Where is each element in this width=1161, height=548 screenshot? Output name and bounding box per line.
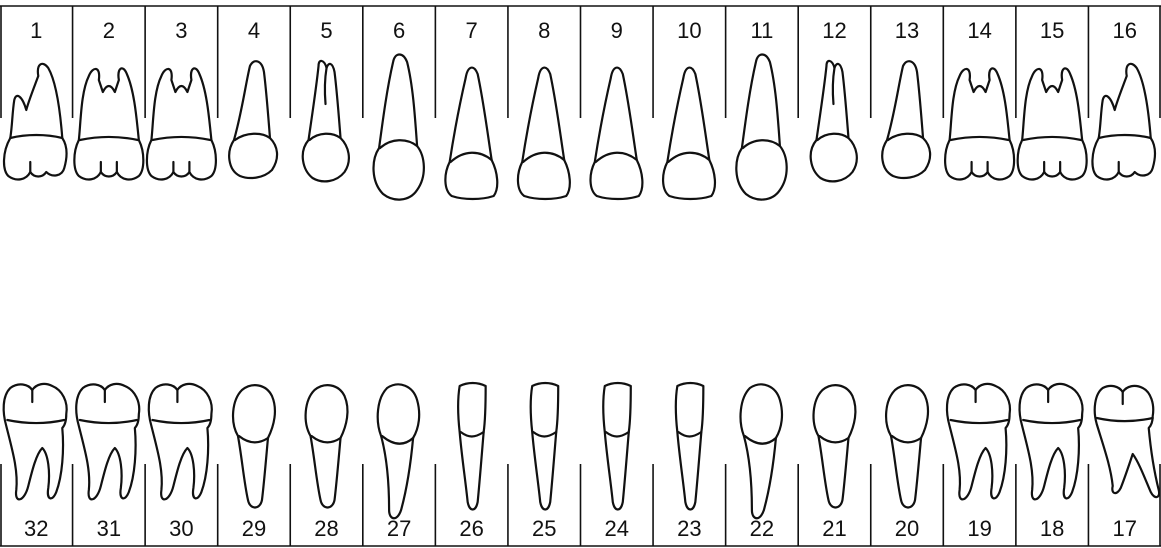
lower-tooth-22 (741, 384, 782, 518)
upper-tooth-6 (374, 55, 424, 200)
lower-tooth-21 (814, 385, 856, 507)
lower-tooth-31 (76, 384, 139, 499)
tooth-number-label: 26 (459, 516, 483, 541)
tooth-number-label: 25 (532, 516, 556, 541)
lower-tooth-19 (947, 384, 1010, 499)
tooth-number-label: 21 (822, 516, 846, 541)
upper-tooth-14 (945, 68, 1014, 179)
tooth-number-label: 6 (393, 18, 405, 43)
tooth-number-label: 11 (750, 18, 773, 43)
tooth-number-label: 27 (387, 516, 411, 541)
tooth-number-label: 1 (30, 18, 42, 43)
tooth-number-label: 16 (1112, 18, 1136, 43)
tooth-number-label: 22 (750, 516, 774, 541)
lower-tooth-28 (306, 385, 348, 507)
upper-tooth-16 (1092, 64, 1154, 180)
upper-tooth-15 (1018, 68, 1087, 179)
upper-tooth-9 (591, 68, 643, 199)
tooth-number-label: 30 (169, 516, 193, 541)
lower-tooth-25 (531, 383, 559, 510)
tooth-number-label: 2 (103, 18, 115, 43)
tooth-number-label: 20 (895, 516, 919, 541)
upper-tooth-13 (882, 61, 930, 178)
lower-tooth-27 (378, 384, 419, 518)
tooth-number-label: 7 (466, 18, 478, 43)
tooth-number-label: 5 (320, 18, 332, 43)
tooth-number-label: 24 (605, 516, 629, 541)
tooth-number-label: 15 (1040, 18, 1064, 43)
lower-tooth-20 (886, 385, 928, 507)
lower-tooth-17 (1095, 386, 1159, 497)
upper-tooth-11 (736, 55, 786, 200)
upper-tooth-1 (4, 64, 66, 180)
upper-tooth-3 (147, 68, 216, 179)
upper-tooth-5 (303, 61, 349, 181)
tooth-number-label: 32 (24, 516, 48, 541)
tooth-number-label: 29 (242, 516, 266, 541)
tooth-number-label: 12 (822, 18, 846, 43)
tooth-number-label: 28 (314, 516, 338, 541)
lower-tooth-18 (1020, 384, 1083, 499)
upper-tooth-10 (663, 68, 715, 199)
lower-tooth-24 (603, 383, 631, 510)
upper-tooth-7 (445, 68, 497, 199)
tooth-number-label: 31 (97, 516, 121, 541)
lower-tooth-26 (458, 383, 486, 510)
tooth-number-label: 8 (538, 18, 550, 43)
upper-tooth-2 (74, 68, 143, 179)
tooth-number-label: 19 (967, 516, 991, 541)
tooth-number-label: 18 (1040, 516, 1064, 541)
lower-tooth-30 (149, 384, 212, 499)
upper-tooth-8 (518, 68, 570, 199)
lower-tooth-32 (4, 384, 67, 499)
tooth-number-label: 3 (175, 18, 187, 43)
lower-tooth-23 (676, 383, 704, 510)
upper-arch (4, 55, 1155, 200)
tooth-number-label: 10 (677, 18, 701, 43)
upper-tooth-12 (811, 61, 857, 181)
tooth-number-label: 4 (248, 18, 260, 43)
tooth-number-label: 13 (895, 18, 919, 43)
upper-tooth-4 (229, 61, 277, 178)
tooth-number-label: 14 (967, 18, 991, 43)
tooth-number-label: 17 (1112, 516, 1136, 541)
lower-arch (4, 383, 1159, 518)
lower-tooth-29 (233, 385, 275, 507)
tooth-number-label: 23 (677, 516, 701, 541)
tooth-number-label: 9 (611, 18, 623, 43)
